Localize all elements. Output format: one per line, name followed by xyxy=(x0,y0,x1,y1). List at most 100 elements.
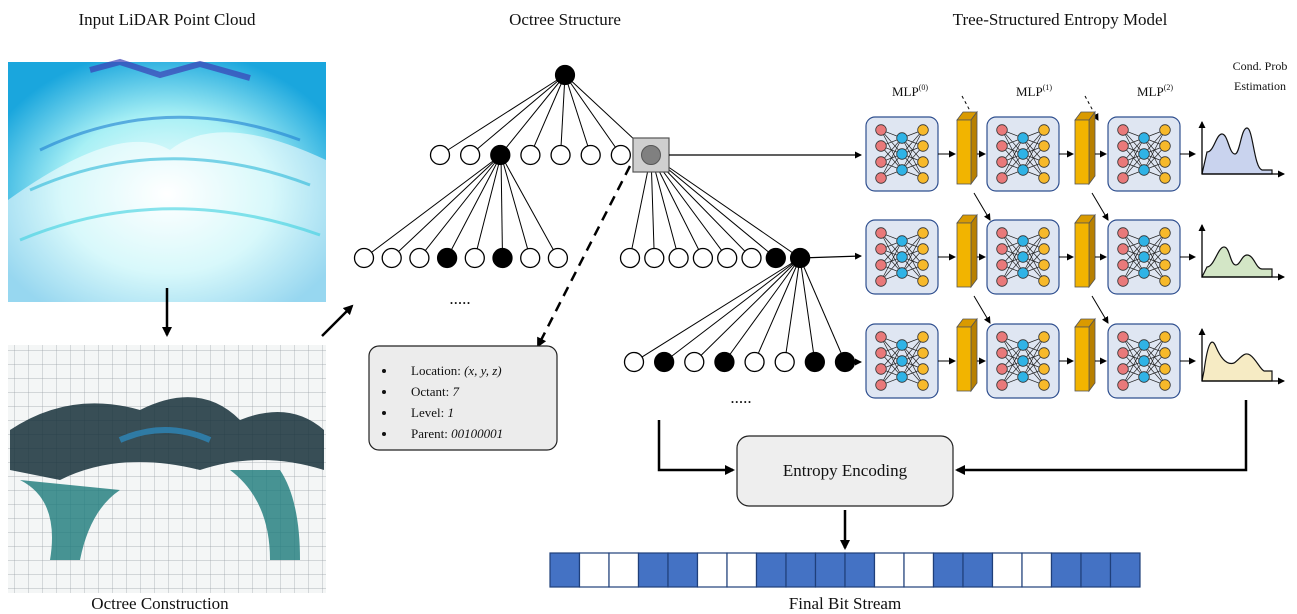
level2-left-edge xyxy=(419,154,502,259)
hidden-neuron xyxy=(1017,251,1029,263)
input-neuron xyxy=(996,172,1008,184)
level2-left-node xyxy=(381,247,402,269)
context-arrow-2 xyxy=(1084,95,1099,121)
hidden-neuron xyxy=(896,251,908,263)
input-neuron xyxy=(875,140,887,152)
mlp-label-sup: (2) xyxy=(1164,83,1174,92)
level2-left-node xyxy=(436,247,458,269)
feature-bar xyxy=(1074,110,1096,186)
level3-edge xyxy=(799,257,816,363)
level3-edge xyxy=(633,257,801,363)
hidden-neuron xyxy=(1138,267,1150,279)
level2-left-edge xyxy=(500,154,559,259)
input-neuron xyxy=(875,227,887,239)
level1-node xyxy=(429,144,451,166)
bit-cell xyxy=(844,552,876,588)
mlp-block xyxy=(865,219,939,295)
mlp-label-base: MLP xyxy=(1016,84,1043,99)
input-neuron xyxy=(996,259,1008,271)
info-value: 1 xyxy=(447,405,454,420)
mlp-block xyxy=(1107,116,1181,192)
input-neuron xyxy=(996,275,1008,287)
info-item: Level: 1 xyxy=(411,405,454,420)
input-neuron xyxy=(1117,124,1129,136)
bit-cell xyxy=(667,552,699,588)
mlp-labels: MLP(0)MLP(1)MLP(2) xyxy=(892,83,1173,99)
probability-curve xyxy=(1201,246,1273,278)
level1-edge xyxy=(469,74,566,156)
hidden-neuron xyxy=(1017,355,1029,367)
lidar-point-cloud-image xyxy=(8,58,326,302)
level3-node xyxy=(714,351,735,373)
output-neuron xyxy=(1159,172,1171,184)
output-neuron xyxy=(917,331,929,343)
hidden-neuron xyxy=(1138,371,1150,383)
input-neuron xyxy=(1117,347,1129,359)
level2-left-node xyxy=(492,247,513,269)
root-node xyxy=(554,64,576,86)
hidden-neuron xyxy=(896,164,908,176)
output-neuron xyxy=(1038,156,1050,168)
level2-left-node xyxy=(353,247,375,269)
feature-bar xyxy=(1074,317,1096,393)
input-heading: Input LiDAR Point Cloud xyxy=(78,10,256,29)
context-arrow-1 xyxy=(961,95,976,121)
octree-heading: Octree Structure xyxy=(509,10,621,29)
cond-prob-line1: Cond. Prob xyxy=(1233,59,1288,73)
bit-cell xyxy=(755,552,787,588)
entropy-model-heading: Tree-Structured Entropy Model xyxy=(953,10,1168,29)
bit-cell xyxy=(549,552,581,588)
bit-cell xyxy=(814,552,846,588)
output-neuron xyxy=(917,259,929,271)
input-neuron xyxy=(875,172,887,184)
hidden-neuron xyxy=(896,132,908,144)
input-neuron xyxy=(996,347,1008,359)
info-item: Parent: 00100001 xyxy=(411,426,503,441)
mlp-block xyxy=(986,219,1060,295)
output-neuron xyxy=(917,140,929,152)
bit-cell xyxy=(991,552,1023,588)
hidden-neuron xyxy=(1138,339,1150,351)
input-neuron xyxy=(875,259,887,271)
level2-right-node xyxy=(692,247,714,269)
info-label: Octant: xyxy=(411,384,453,399)
mlp-label-sup: (1) xyxy=(1043,83,1053,92)
level3-edge xyxy=(693,257,801,363)
output-neuron xyxy=(1159,156,1171,168)
info-item: Location: (x, y, z) xyxy=(411,363,502,378)
level2-left-edge xyxy=(500,154,531,259)
mlp-label-base: MLP xyxy=(1137,84,1164,99)
bit-cell xyxy=(726,552,758,588)
selected-node xyxy=(641,145,661,165)
input-neuron xyxy=(996,331,1008,343)
cross-row-arrow xyxy=(973,192,991,221)
probs-to-encoder-arrow xyxy=(955,400,1248,475)
mlp-grid xyxy=(865,110,1285,399)
row2-input-arrow xyxy=(799,252,862,260)
level3-edge xyxy=(724,257,801,363)
output-neuron xyxy=(917,227,929,239)
input-neuron xyxy=(875,363,887,375)
mlp-block xyxy=(986,323,1060,399)
hidden-neuron xyxy=(1017,148,1029,160)
output-neuron xyxy=(1159,140,1171,152)
output-neuron xyxy=(1038,331,1050,343)
level2-left-edge xyxy=(363,154,502,259)
construction-heading: Octree Construction xyxy=(91,594,229,613)
mlp-label: MLP(0) xyxy=(892,83,928,99)
level3-node xyxy=(653,351,675,373)
bitstream xyxy=(549,552,1141,588)
feature-bar xyxy=(1074,213,1096,289)
level1-node xyxy=(550,144,571,166)
output-neuron xyxy=(1159,259,1171,271)
hidden-neuron xyxy=(1138,355,1150,367)
bullet xyxy=(382,390,386,394)
feature-bar xyxy=(956,317,978,393)
output-neuron xyxy=(917,275,929,287)
level2-right-node xyxy=(741,247,762,269)
cross-row-arrow xyxy=(1091,295,1109,324)
input-neuron xyxy=(875,156,887,168)
